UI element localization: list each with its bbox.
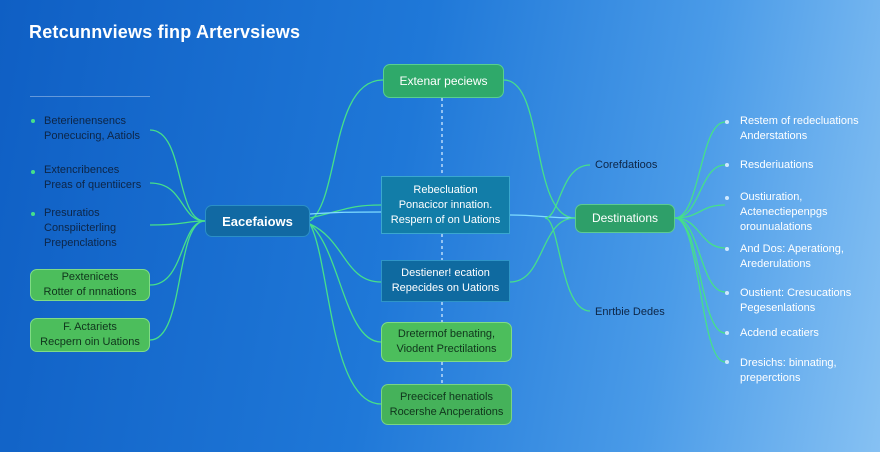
connector-hub-c1 <box>309 204 382 219</box>
right-item-3: Oustiuration, Actenectiepenpgs orounuala… <box>740 190 827 235</box>
right-item-4-line1: And Dos: Aperationg, <box>740 243 844 255</box>
right-item-5-line1: Oustient: Cresucations <box>740 287 852 299</box>
left-item-2-line1: Extencribences <box>44 164 120 176</box>
bullet-dot <box>725 360 729 364</box>
left-item-1-line1: Beterienensencs <box>44 115 126 127</box>
bullet-dot <box>725 331 729 335</box>
center-node-3-line2: Viodent Prectilations <box>396 343 497 355</box>
bullet-dot <box>725 120 729 124</box>
bullet-dot <box>31 170 35 174</box>
destinations-label: Destinations <box>591 211 659 225</box>
left-item-3-line2: Conspiicterling <box>44 222 117 234</box>
left-item-1-line2: Ponecucing, Aatiols <box>44 130 141 142</box>
center-node-4[interactable]: Preecicef henatiols Rocershe Ancperation… <box>381 384 512 425</box>
connector-left-4 <box>149 220 206 286</box>
center-node-3-line1: Dretermof benating, <box>397 328 496 340</box>
connector-right-7 <box>674 217 726 363</box>
right-item-5: Oustient: Cresucations Pegesenlations <box>740 286 851 316</box>
left-box-2[interactable]: F. Actariets Recpern oin Uations <box>30 318 150 352</box>
left-box-1-line2: Rotter of nnnations <box>43 286 137 298</box>
right-item-5-line2: Pegesenlations <box>740 302 816 314</box>
left-box-1[interactable]: Pextenicets Rotter of nnnations <box>30 269 150 301</box>
left-item-2-line2: Preas of quentiicers <box>44 179 142 191</box>
connector-c1-dest <box>509 214 576 219</box>
center-node-4-line1: Preecicef henatiols <box>400 390 493 403</box>
connector-hub-c4 <box>309 223 382 405</box>
connector-hub-c2 <box>309 223 382 283</box>
connector-right-5 <box>674 217 726 293</box>
hub-label: Eacefaiows <box>222 213 293 229</box>
left-item-3: Presuratios Conspiicterling Prepenclatio… <box>44 206 117 251</box>
top-node[interactable]: Extenar peciews <box>383 64 504 98</box>
center-node-3[interactable]: Dretermof benating, Viodent Prectilation… <box>381 322 512 362</box>
bullet-dot <box>725 247 729 251</box>
connector-left-5 <box>149 220 206 341</box>
right-item-2: Resderiuations <box>740 158 813 173</box>
connector-hub-c3 <box>309 223 382 343</box>
right-item-1: Restem of redecluations Anderstations <box>740 114 859 144</box>
right-item-7-line1: Dresichs: binnating, <box>740 357 837 369</box>
right-item-6-line1: Acdend ecatiers <box>740 327 819 339</box>
right-item-2-line1: Resderiuations <box>740 159 814 171</box>
mid-label-upper: Corefdatioos <box>595 159 658 171</box>
bullet-dot <box>725 196 729 200</box>
center-node-1[interactable]: Rebecluation Ponacicor innation. Respern… <box>381 176 510 234</box>
right-item-4: And Dos: Aperationg, Arederulations <box>740 242 844 272</box>
bullet-dot <box>31 212 35 216</box>
right-item-1-line2: Anderstations <box>740 130 808 142</box>
connector-left-1 <box>149 129 206 222</box>
left-item-3-line1: Presuratios <box>44 207 100 219</box>
connector-left-2 <box>149 182 206 222</box>
bullet-dot <box>31 119 35 123</box>
bullet-dot <box>725 163 729 167</box>
page-title: Retcunnviews finp Artervsiews <box>29 22 301 42</box>
center-node-1-line2: Ponacicor innation. <box>398 198 493 211</box>
left-box-2-line1: F. Actariets <box>63 321 117 333</box>
right-item-3-line1: Oustiuration, <box>740 191 803 203</box>
connector-top-dest <box>503 79 576 219</box>
bullet-dot <box>725 291 729 295</box>
right-item-3-line3: orounualations <box>740 221 813 233</box>
connector-right-4 <box>674 217 726 249</box>
mid-label-lower: Enrtbie Dedes <box>595 306 665 318</box>
left-box-2-line2: Recpern oin Uations <box>40 336 140 348</box>
destinations-node[interactable]: Destinations <box>575 204 675 233</box>
connector-hub-top <box>309 79 384 222</box>
right-item-4-line2: Arederulations <box>740 258 811 270</box>
center-node-2[interactable]: Destiener! ecation Repecides on Uations <box>381 260 510 302</box>
left-item-2: Extencribences Preas of quentiicers <box>44 163 141 193</box>
center-node-1-line3: Respern of on Uations <box>390 213 501 226</box>
title-divider <box>30 96 150 97</box>
connector-right-3 <box>674 204 726 219</box>
center-node-4-line2: Rocershe Ancperations <box>389 405 504 418</box>
right-item-6: Acdend ecatiers <box>740 326 819 341</box>
connector-mid-lower <box>544 217 591 312</box>
center-node-2-line2: Repecides on Uations <box>391 282 500 294</box>
left-item-3-line3: Prepenclations <box>44 237 117 249</box>
right-item-1-line1: Restem of redecluations <box>740 115 859 127</box>
right-item-7-line2: preperctions <box>740 372 801 384</box>
connector-right-6 <box>674 217 726 334</box>
connector-right-2 <box>674 164 726 219</box>
center-node-2-line1: Destiener! ecation <box>401 267 490 279</box>
left-item-1: Beterienensencs Ponecucing, Aatiols <box>44 114 140 144</box>
connector-right-1 <box>674 121 726 219</box>
right-item-7: Dresichs: binnating, preperctions <box>740 356 837 386</box>
top-node-label: Extenar peciews <box>399 73 488 88</box>
connector-c2-dest <box>509 217 576 283</box>
connector-mid-upper <box>544 164 591 219</box>
hub-node[interactable]: Eacefaiows <box>205 205 310 237</box>
connector-hub-c1b <box>309 211 382 215</box>
left-box-1-line1: Pextenicets <box>61 271 119 283</box>
right-item-3-line2: Actenectiepenpgs <box>740 206 828 218</box>
center-node-1-line1: Rebecluation <box>413 183 478 196</box>
